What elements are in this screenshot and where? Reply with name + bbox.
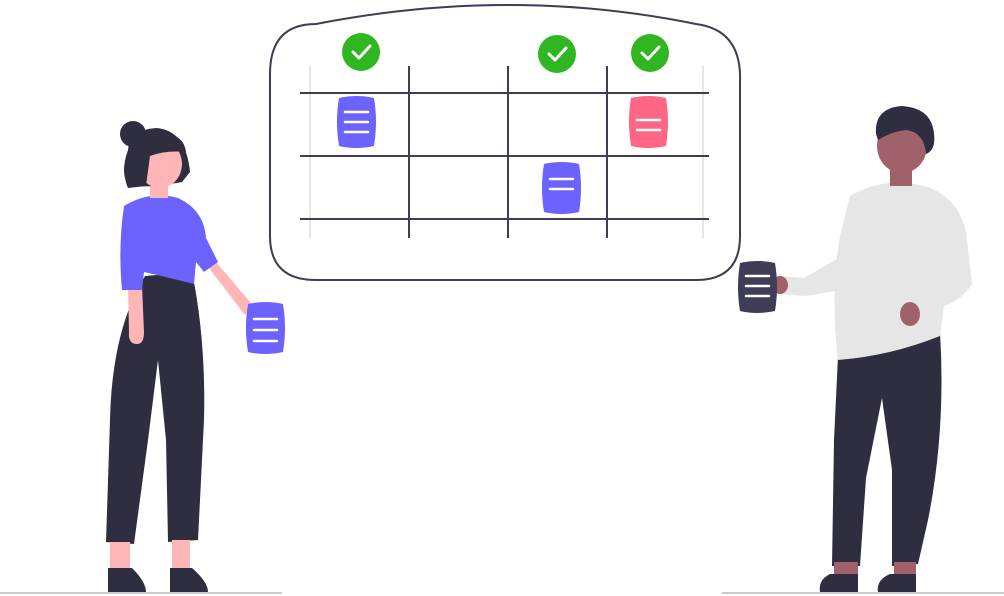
woman-hair-bun <box>120 121 146 147</box>
document-card-icon <box>246 302 285 354</box>
woman-shirt <box>120 195 218 290</box>
woman-hair-front <box>125 132 186 188</box>
woman-shoe-left <box>108 568 146 592</box>
woman-pants <box>106 272 205 544</box>
document-card-icon <box>738 261 777 313</box>
woman-ankle-right <box>172 540 190 570</box>
check-circle-icon <box>342 33 380 71</box>
check-circle-icon <box>631 34 669 72</box>
check-circle-icon <box>538 35 576 73</box>
document-card-icon <box>629 96 668 148</box>
woman-arm-right <box>206 262 256 316</box>
man-figure <box>738 106 972 592</box>
woman-arm-left <box>128 285 144 344</box>
woman-shoe-right <box>170 568 208 592</box>
man-hair <box>875 106 935 154</box>
man-hand-other <box>900 302 920 326</box>
man-shoe-right <box>877 574 916 592</box>
document-card-icon <box>542 162 581 214</box>
man-ankle-right <box>894 562 916 576</box>
man-pants <box>832 332 942 566</box>
man-ankle-left <box>834 562 858 576</box>
woman-ankle-left <box>110 542 130 570</box>
board-outline <box>269 4 742 281</box>
schedule-board <box>269 4 742 281</box>
document-card-icon <box>337 96 376 148</box>
woman-figure <box>106 121 285 592</box>
man-shirt <box>834 182 972 360</box>
man-shoe-left <box>819 574 858 592</box>
